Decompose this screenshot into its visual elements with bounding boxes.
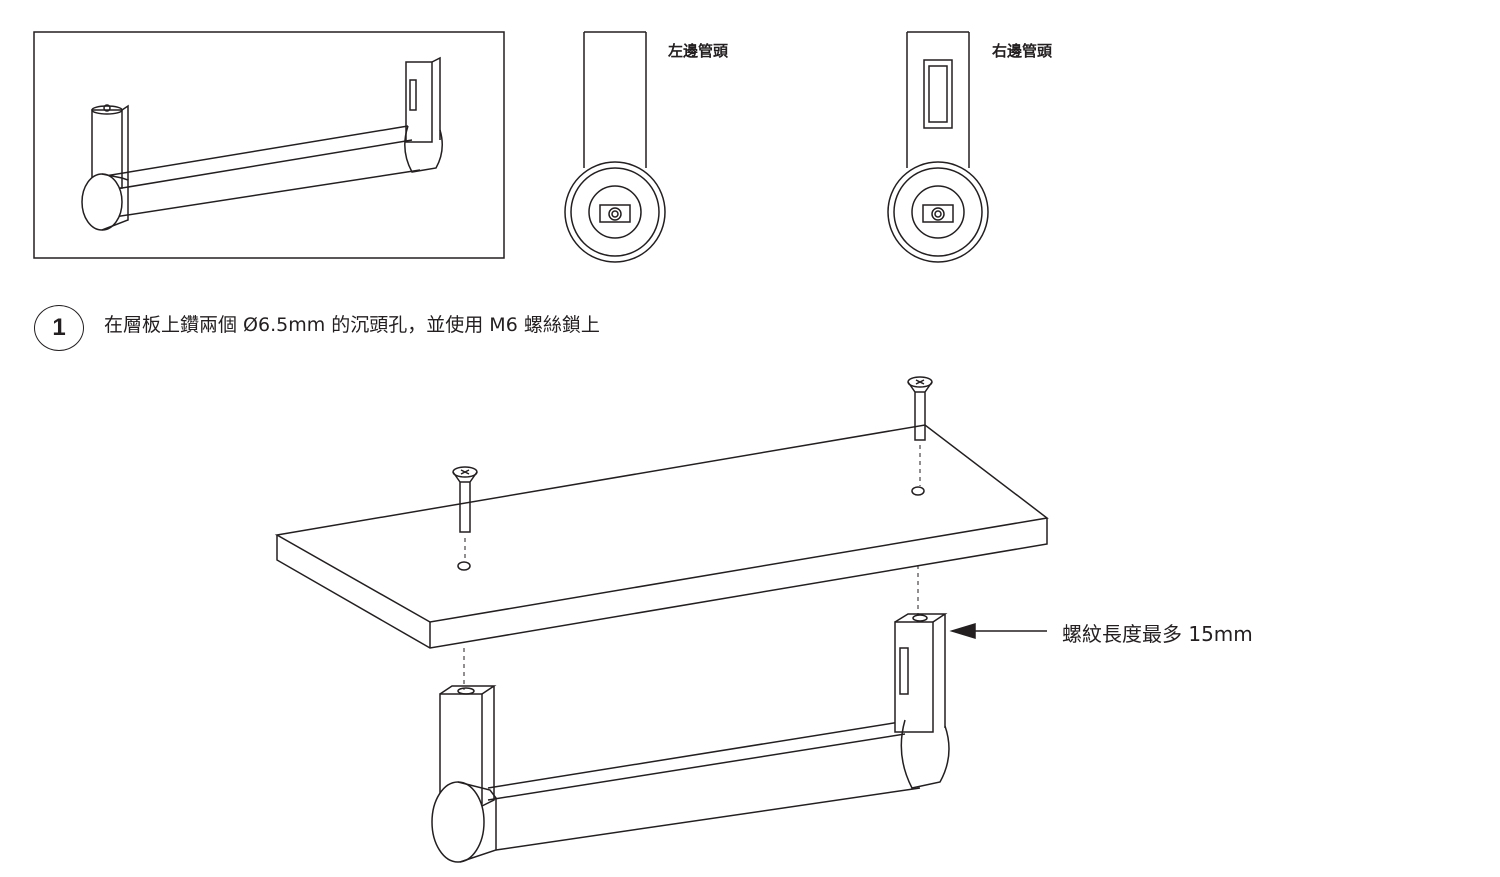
screw-left bbox=[452, 466, 478, 533]
thread-length-note: 螺紋長度最多 15mm bbox=[1062, 622, 1253, 646]
screw-right bbox=[907, 376, 933, 441]
right-cap-label: 右邊管頭 bbox=[992, 42, 1053, 60]
right-pipe-cap-view bbox=[887, 31, 989, 263]
step-number-badge: 1 bbox=[34, 305, 84, 351]
thread-length-arrow bbox=[949, 622, 1047, 640]
left-pipe-cap-view bbox=[564, 31, 666, 263]
left-cap-label: 左邊管頭 bbox=[668, 42, 729, 60]
shelf-board bbox=[274, 424, 1049, 649]
step-instruction: 在層板上鑽兩個 Ø6.5mm 的沉頭孔，並使用 M6 螺絲鎖上 bbox=[104, 314, 600, 336]
rod-assembly bbox=[431, 613, 950, 863]
rod-overview-illustration bbox=[33, 31, 505, 259]
alignment-guides bbox=[463, 445, 921, 690]
